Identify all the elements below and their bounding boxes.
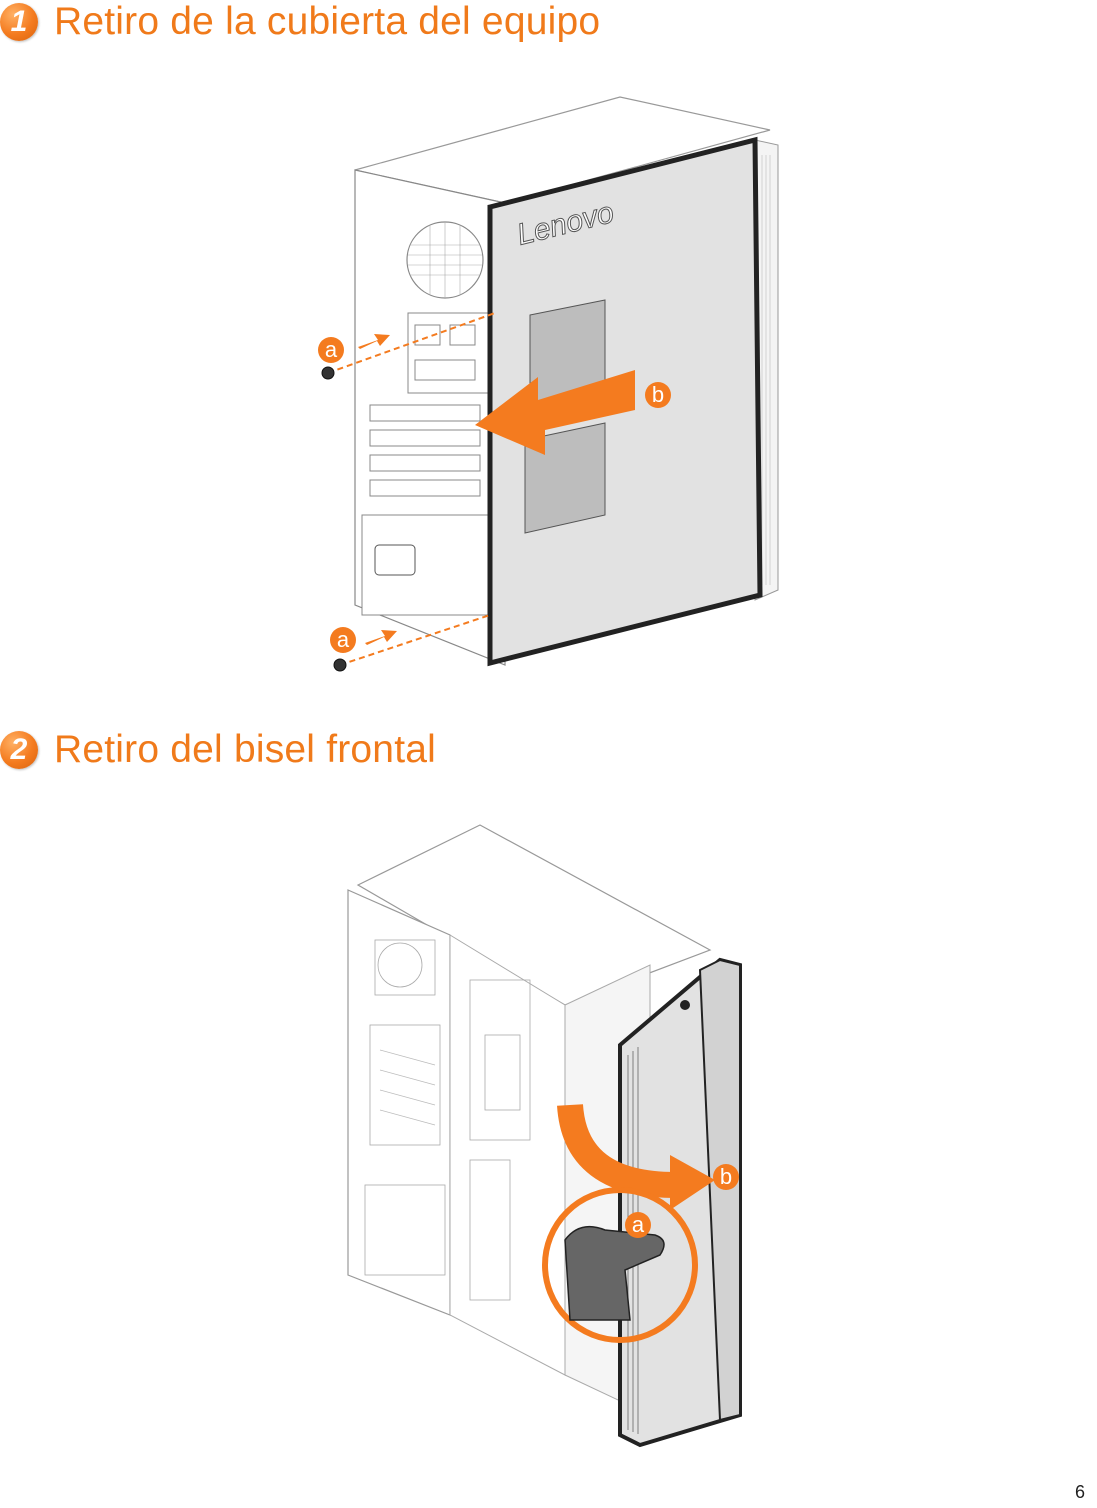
step-1-heading: 1 Retiro de la cubierta del equipo xyxy=(0,0,600,44)
screw-icon xyxy=(333,658,347,672)
callout-a-bottom: a xyxy=(330,627,356,653)
step-number-badge: 2 xyxy=(0,731,38,769)
rotate-arrow-body xyxy=(557,1103,676,1198)
callout-b: b xyxy=(713,1164,739,1190)
callout-a-top: a xyxy=(318,337,344,363)
step-number-badge: 1 xyxy=(0,3,38,41)
svg-text:a: a xyxy=(337,627,350,652)
screw-icon xyxy=(321,366,335,380)
step-2-heading: 2 Retiro del bisel frontal xyxy=(0,728,436,772)
callout-a: a xyxy=(625,1212,651,1238)
svg-text:b: b xyxy=(652,382,664,407)
chassis-interior xyxy=(449,934,566,1376)
svg-text:a: a xyxy=(325,337,338,362)
computer-rear-view-svg: Lenovo a a b xyxy=(318,96,779,672)
svg-text:b: b xyxy=(720,1164,732,1189)
svg-text:a: a xyxy=(632,1212,645,1237)
slide-arrow xyxy=(475,370,635,455)
callout-b: b xyxy=(645,382,671,408)
screw-path-bottom xyxy=(339,614,491,666)
computer-open-view-svg: a b xyxy=(347,824,742,1448)
hand-icon xyxy=(564,1225,665,1321)
expansion-slots xyxy=(369,404,481,497)
page-number: 6 xyxy=(1074,1482,1085,1502)
power-button-icon xyxy=(680,1000,690,1010)
step-title: Retiro de la cubierta del equipo xyxy=(54,0,601,43)
bezel-removal-illustration: a b xyxy=(330,815,790,1455)
step-title: Retiro del bisel frontal xyxy=(54,728,436,771)
cover-removal-illustration: Lenovo a a b xyxy=(300,85,800,685)
rotate-arrow-head xyxy=(670,1155,715,1210)
screw-arrow-top xyxy=(358,334,390,349)
screw-arrow-bottom xyxy=(365,630,397,645)
power-socket xyxy=(374,544,416,576)
grip-highlight-circle xyxy=(542,1187,698,1343)
